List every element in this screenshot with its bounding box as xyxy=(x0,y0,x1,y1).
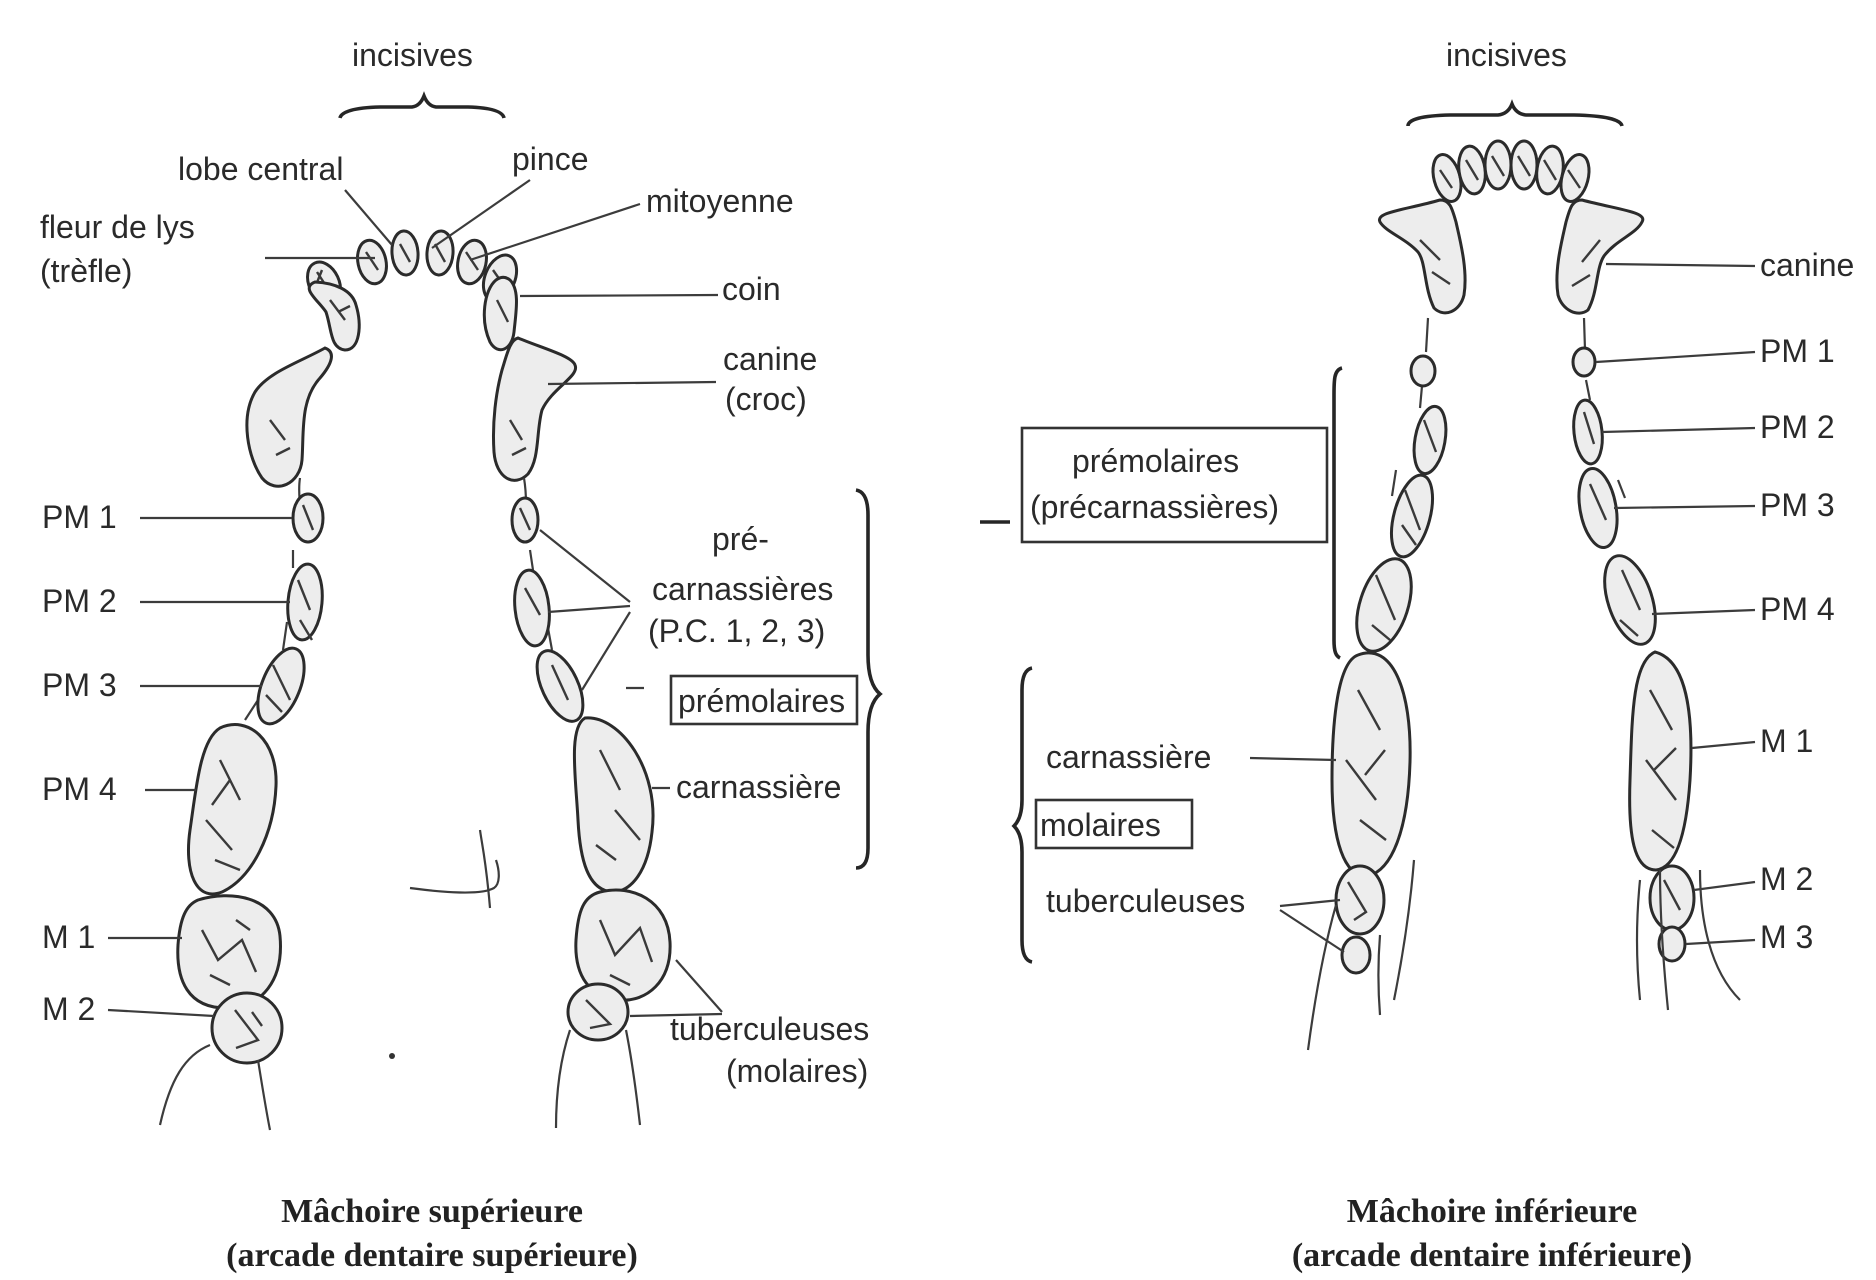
upper-trefle-label: (trèfle) xyxy=(40,253,132,289)
lower-left-pm1 xyxy=(1411,356,1435,386)
lower-tuberculeuses-label: tuberculeuses xyxy=(1046,883,1245,919)
upper-right-carnassiere xyxy=(574,718,653,892)
lower-jaw: incisives xyxy=(980,37,1854,1274)
lower-left-pm3 xyxy=(1384,471,1441,561)
upper-canine-label: canine xyxy=(723,341,817,377)
lower-canine-label: canine xyxy=(1760,247,1854,283)
lower-pm3-label: PM 3 xyxy=(1760,487,1835,523)
upper-croc-label: (croc) xyxy=(725,381,807,417)
upper-left-pm4 xyxy=(188,725,276,894)
upper-lobe-central-label: lobe central xyxy=(178,151,343,187)
lower-left-m3 xyxy=(1342,937,1370,973)
lower-right-pm1 xyxy=(1573,348,1595,376)
upper-pm4-label: PM 4 xyxy=(42,771,117,807)
upper-caption-line2: (arcade dentaire supérieure) xyxy=(226,1237,638,1274)
upper-pre-label: pré- xyxy=(712,521,769,557)
upper-jaw: incisives xyxy=(40,37,880,1274)
upper-pc-list-label: (P.C. 1, 2, 3) xyxy=(648,613,825,649)
upper-incisives-label: incisives xyxy=(352,37,473,73)
lower-incisives-brace xyxy=(1408,104,1622,126)
upper-carnassieres-label: carnassières xyxy=(652,571,833,607)
lower-m1-label: M 1 xyxy=(1760,723,1813,759)
lower-precarnassieres-label: (précarnassières) xyxy=(1030,489,1279,525)
lower-premolars-bracket xyxy=(1334,368,1342,658)
lower-right-m2 xyxy=(1650,866,1694,930)
upper-premolars-brace xyxy=(856,490,880,868)
lower-pm4-label: PM 4 xyxy=(1760,591,1835,627)
upper-right-pm2 xyxy=(511,568,553,647)
lower-molars-brace xyxy=(1014,668,1032,962)
lower-left-pm2 xyxy=(1409,404,1450,476)
upper-left-m2 xyxy=(212,993,282,1063)
lower-caption-line2: (arcade dentaire inférieure) xyxy=(1292,1237,1692,1274)
lower-right-pm4 xyxy=(1595,549,1665,650)
upper-coin-label: coin xyxy=(722,271,781,307)
lower-incisives-label: incisives xyxy=(1446,37,1567,73)
upper-pm3-label: PM 3 xyxy=(42,667,117,703)
lower-molaires-label: molaires xyxy=(1040,807,1161,843)
lower-m3-label: M 3 xyxy=(1760,919,1813,955)
upper-incisors xyxy=(301,230,523,350)
upper-m1-label: M 1 xyxy=(42,919,95,955)
upper-left-canine xyxy=(247,348,332,486)
upper-right-canine xyxy=(493,338,575,480)
lower-pm2-label: PM 2 xyxy=(1760,409,1835,445)
lower-pm1-label: PM 1 xyxy=(1760,333,1835,369)
upper-molaires-label: (molaires) xyxy=(726,1053,868,1089)
upper-premolaires-label: prémolaires xyxy=(678,683,845,719)
lower-right-canine xyxy=(1557,200,1643,313)
upper-fleur-de-lys-label: fleur de lys xyxy=(40,209,195,245)
lower-left-carnassiere xyxy=(1332,653,1410,876)
upper-pm2-label: PM 2 xyxy=(42,583,117,619)
lower-premolaires-label: prémolaires xyxy=(1072,443,1239,479)
upper-pm1-label: PM 1 xyxy=(42,499,117,535)
upper-right-pm3 xyxy=(528,644,593,728)
upper-mitoyenne-label: mitoyenne xyxy=(646,183,794,219)
lower-m2-label: M 2 xyxy=(1760,861,1813,897)
lower-caption-line1: Mâchoire inférieure xyxy=(1347,1193,1637,1230)
lower-left-canine xyxy=(1379,200,1465,313)
lower-incisors xyxy=(1428,141,1594,205)
upper-incisives-brace xyxy=(340,96,504,118)
upper-m2-label: M 2 xyxy=(42,991,95,1027)
upper-carnassiere-label: carnassière xyxy=(676,769,841,805)
upper-pince-label: pince xyxy=(512,141,589,177)
lower-right-pm2 xyxy=(1571,399,1606,466)
upper-caption-line1: Mâchoire supérieure xyxy=(281,1193,583,1230)
lower-left-pm4 xyxy=(1346,552,1421,658)
upper-tuberculeuses-label: tuberculeuses xyxy=(670,1011,869,1047)
lower-carnassiere-label: carnassière xyxy=(1046,739,1211,775)
